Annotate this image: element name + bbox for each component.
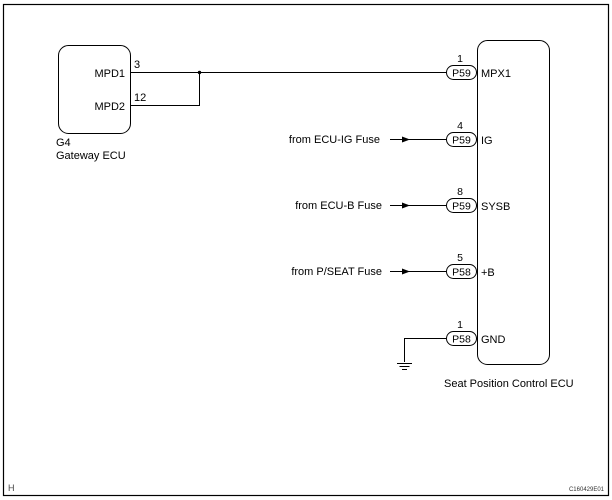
connector-badge	[446, 264, 477, 279]
gateway-ecu-box	[58, 45, 131, 134]
arrow-icon	[402, 202, 410, 209]
terminal-label: IG	[481, 135, 493, 147]
pin-number: 1	[457, 53, 463, 65]
terminal-label: MPX1	[481, 68, 511, 80]
gateway-ecu-name: Gateway ECU	[56, 150, 126, 162]
connector-badge	[446, 132, 477, 147]
connector-badge	[446, 198, 477, 213]
pin-number: 5	[457, 252, 463, 264]
terminal-label: SYSB	[481, 201, 510, 213]
terminal-label: +B	[481, 267, 495, 279]
gateway-pin-label-mpd1: MPD1	[94, 68, 125, 80]
splice-point	[197, 70, 202, 75]
gateway-ecu-code: G4	[56, 137, 71, 149]
seat-position-control-ecu: Seat Position Control ECU	[444, 40, 574, 390]
connector-id: P59	[452, 135, 471, 147]
pin-number: 1	[457, 319, 463, 331]
gateway-pin-label-mpd2: MPD2	[94, 101, 125, 113]
terminal-ig: from ECU-IG Fuse 4 P59 IG	[289, 120, 493, 147]
footer-mark: H	[8, 483, 15, 493]
gateway-pin-number-3: 3	[134, 59, 140, 71]
mpx-bus-wire	[130, 70, 446, 106]
gateway-ecu: MPD1 MPD2 3 12 G4 Gateway ECU	[56, 45, 146, 162]
source-label: from ECU-IG Fuse	[289, 134, 380, 146]
terminal-plus-b: from P/SEAT Fuse 5 P58 +B	[291, 252, 495, 279]
arrow-icon	[402, 136, 410, 143]
source-label: from ECU-B Fuse	[295, 200, 382, 212]
terminal-sysb: from ECU-B Fuse 8 P59 SYSB	[295, 186, 510, 213]
connector-badge	[446, 331, 477, 346]
arrow-icon	[402, 268, 410, 275]
terminal-mpx1: 1 P59 MPX1	[446, 53, 511, 80]
seat-ecu-box	[477, 40, 550, 365]
diagram-frame	[2, 3, 610, 497]
connector-id: P58	[452, 334, 471, 346]
connector-badge	[446, 65, 477, 80]
connector-id: P59	[452, 201, 471, 213]
terminal-label: GND	[481, 334, 506, 346]
connector-id: P59	[452, 68, 471, 80]
gateway-pin-number-12: 12	[134, 92, 146, 104]
pin-number: 4	[457, 120, 463, 132]
figure-code: C160429E01	[569, 487, 605, 493]
ground-icon	[397, 363, 412, 370]
seat-ecu-name: Seat Position Control ECU	[444, 378, 574, 390]
source-label: from P/SEAT Fuse	[291, 266, 382, 278]
connector-id: P58	[452, 267, 471, 279]
terminal-gnd: 1 P58 GND	[397, 319, 506, 370]
pin-number: 8	[457, 186, 463, 198]
